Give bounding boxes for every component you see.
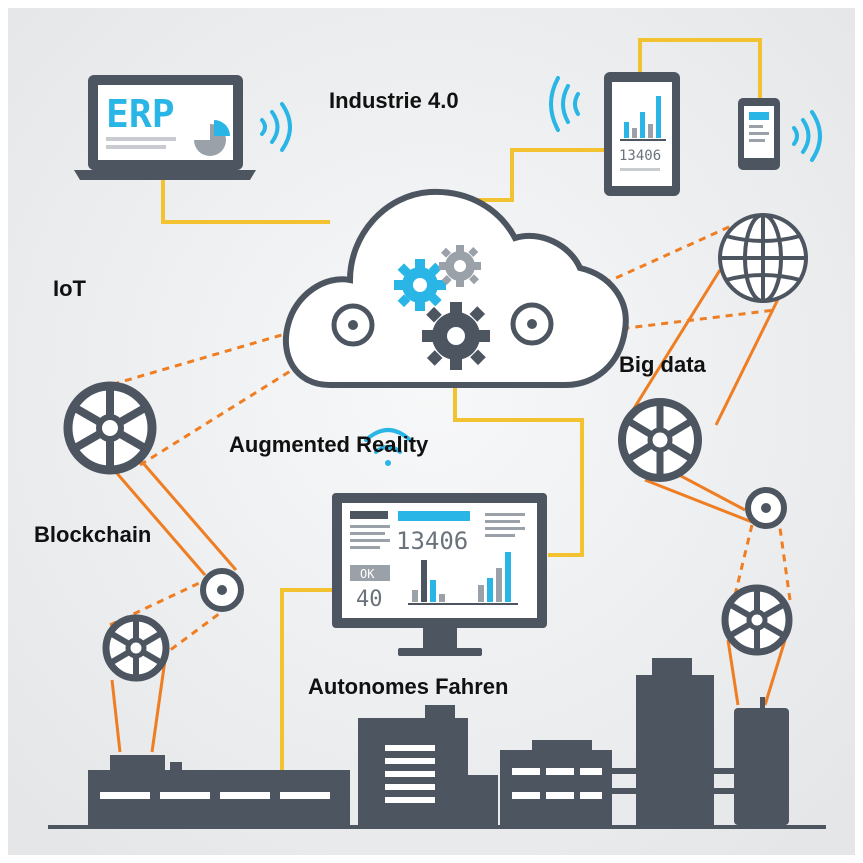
belts-solid bbox=[93, 269, 787, 753]
wifi-icon bbox=[260, 102, 292, 152]
wifi-icon bbox=[364, 428, 412, 466]
monitor-number: 13406 bbox=[396, 527, 468, 555]
monitor-value: 40 bbox=[356, 587, 383, 612]
label-big-data: Big data bbox=[619, 352, 707, 377]
pulley-icon bbox=[510, 302, 554, 346]
label-blockchain: Blockchain bbox=[34, 522, 151, 547]
gear-icon bbox=[394, 259, 446, 311]
phone-icon bbox=[738, 98, 780, 170]
wheel-icon bbox=[102, 614, 170, 682]
wifi-icon bbox=[549, 76, 580, 132]
tablet-number: 13406 bbox=[619, 148, 661, 164]
pulley-icon bbox=[745, 487, 787, 529]
label-augmented-reality: Augmented Reality bbox=[229, 432, 429, 457]
pulley-icon bbox=[331, 303, 375, 347]
gear-icon bbox=[439, 245, 481, 287]
globe-icon bbox=[718, 213, 808, 303]
label-autonomes-fahren: Autonomes Fahren bbox=[308, 674, 508, 699]
factory-icon bbox=[48, 658, 826, 829]
label-iot: IoT bbox=[53, 276, 87, 301]
label-industrie: Industrie 4.0 bbox=[329, 88, 459, 113]
wifi-icon bbox=[792, 110, 822, 162]
tablet-icon: 13406 bbox=[604, 72, 680, 196]
laptop-icon: ERP bbox=[74, 75, 256, 180]
wheel-icon bbox=[63, 381, 157, 475]
wheel-icon bbox=[618, 398, 702, 482]
ok-label: OK bbox=[360, 567, 375, 581]
monitor-icon: 13406 OK 40 bbox=[332, 493, 547, 656]
wheel-icon bbox=[721, 584, 793, 656]
pulley-icon bbox=[200, 568, 244, 612]
erp-text: ERP bbox=[106, 92, 175, 136]
gear-icon bbox=[422, 302, 490, 370]
